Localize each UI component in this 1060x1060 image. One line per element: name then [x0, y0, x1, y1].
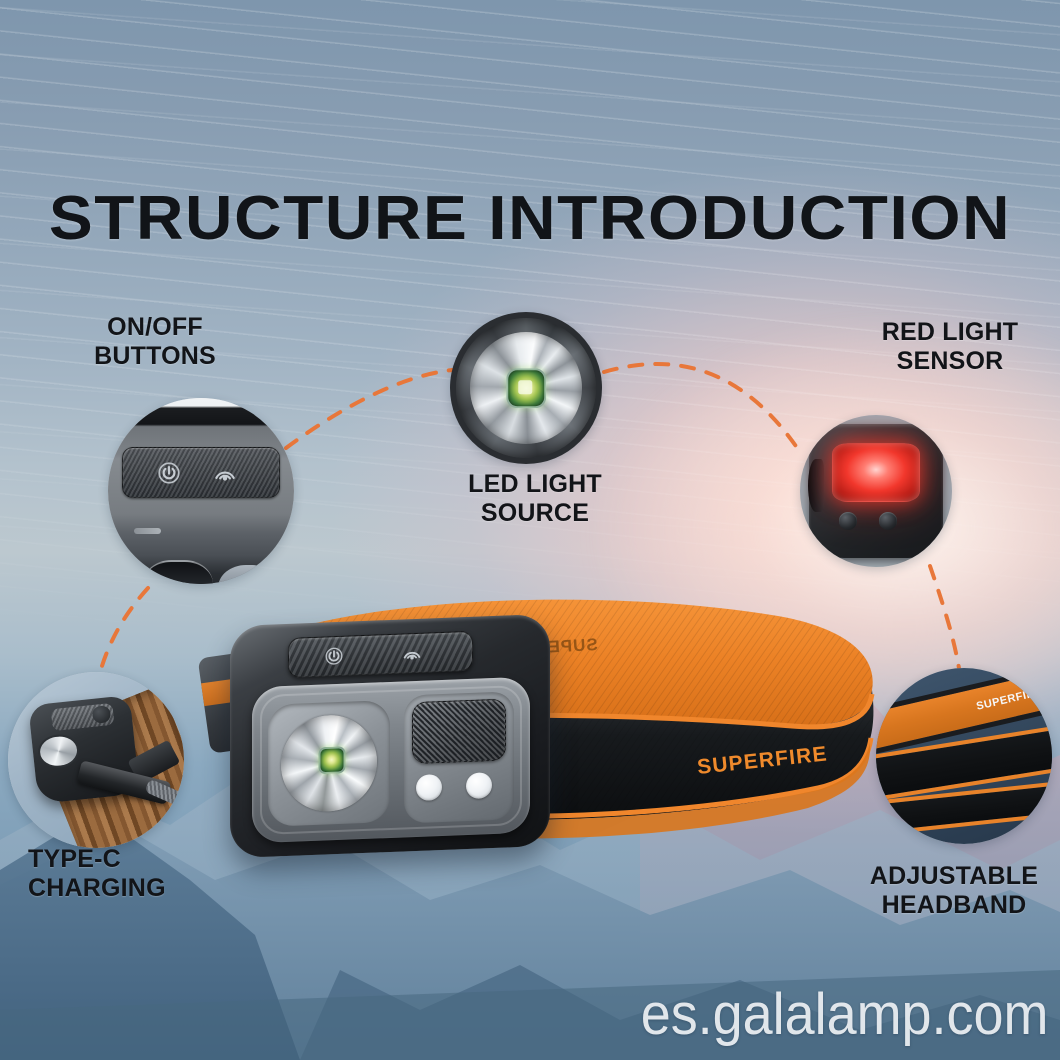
on-off-buttons-image	[108, 398, 294, 584]
adjustable-headband-image: SUPERFIRE	[876, 668, 1052, 844]
cob-light-well	[404, 691, 514, 824]
spot-light-well	[268, 700, 390, 827]
reflector-small	[36, 732, 81, 770]
type-c-charging-image	[8, 672, 184, 848]
lamp-button-pad[interactable]	[288, 630, 473, 678]
lamp-top-surface	[108, 398, 294, 584]
sensor-dot-left	[838, 512, 858, 530]
green-emitter-dot	[144, 580, 152, 584]
label-type-c-charging: TYPE-C CHARGING	[28, 845, 166, 902]
lamp-housing	[230, 613, 550, 859]
strap-orange-lower	[276, 742, 871, 839]
lamp-front-face	[252, 676, 530, 844]
callout-led-light-source[interactable]	[450, 312, 602, 464]
page-title: STRUCTURE INTRODUCTION	[48, 184, 1012, 253]
led-light-source-image	[450, 312, 602, 464]
button-pad[interactable]	[121, 447, 281, 498]
spot-reflector	[281, 713, 377, 814]
label-on-off-buttons: ON/OFF BUTTONS	[94, 313, 216, 370]
aux-led-right	[466, 772, 492, 800]
callout-type-c-charging[interactable]	[8, 672, 184, 848]
label-adjustable-headband: ADJUSTABLE HEADBAND	[869, 862, 1039, 919]
power-icon	[323, 645, 345, 668]
label-red-light-sensor: RED LIGHT SENSOR	[881, 318, 1019, 375]
wave-sensor-icon	[212, 460, 238, 486]
housing-side-bevel	[807, 458, 824, 513]
mountain-ridges	[0, 540, 1060, 1060]
sensor-housing	[807, 424, 943, 558]
label-led-light-source: LED LIGHT SOURCE	[468, 470, 602, 527]
spot-lens-edge	[142, 560, 214, 584]
strap-brand-top: SUPERFIRE	[975, 685, 1044, 713]
led-emitter-die	[506, 368, 546, 408]
cob-flood-panel	[412, 698, 506, 765]
red-cob-panel	[831, 442, 921, 502]
callout-red-light-sensor[interactable]	[800, 415, 952, 567]
power-icon	[156, 460, 182, 486]
red-light-sensor-image	[800, 415, 952, 567]
callout-on-off-buttons[interactable]	[108, 398, 294, 584]
cob-lens-edge	[217, 564, 281, 584]
sensor-dot-right	[878, 512, 898, 530]
indicator-strip	[134, 527, 162, 534]
callout-adjustable-headband[interactable]: SUPERFIRE	[876, 668, 1052, 844]
site-watermark: es.galalamp.com	[640, 982, 1048, 1047]
headlamp-product: SUPERFIRE SUPERFIRE	[178, 578, 898, 898]
wave-sensor-icon	[401, 642, 423, 665]
spot-led-die	[318, 746, 346, 775]
aux-led-left	[416, 774, 442, 802]
